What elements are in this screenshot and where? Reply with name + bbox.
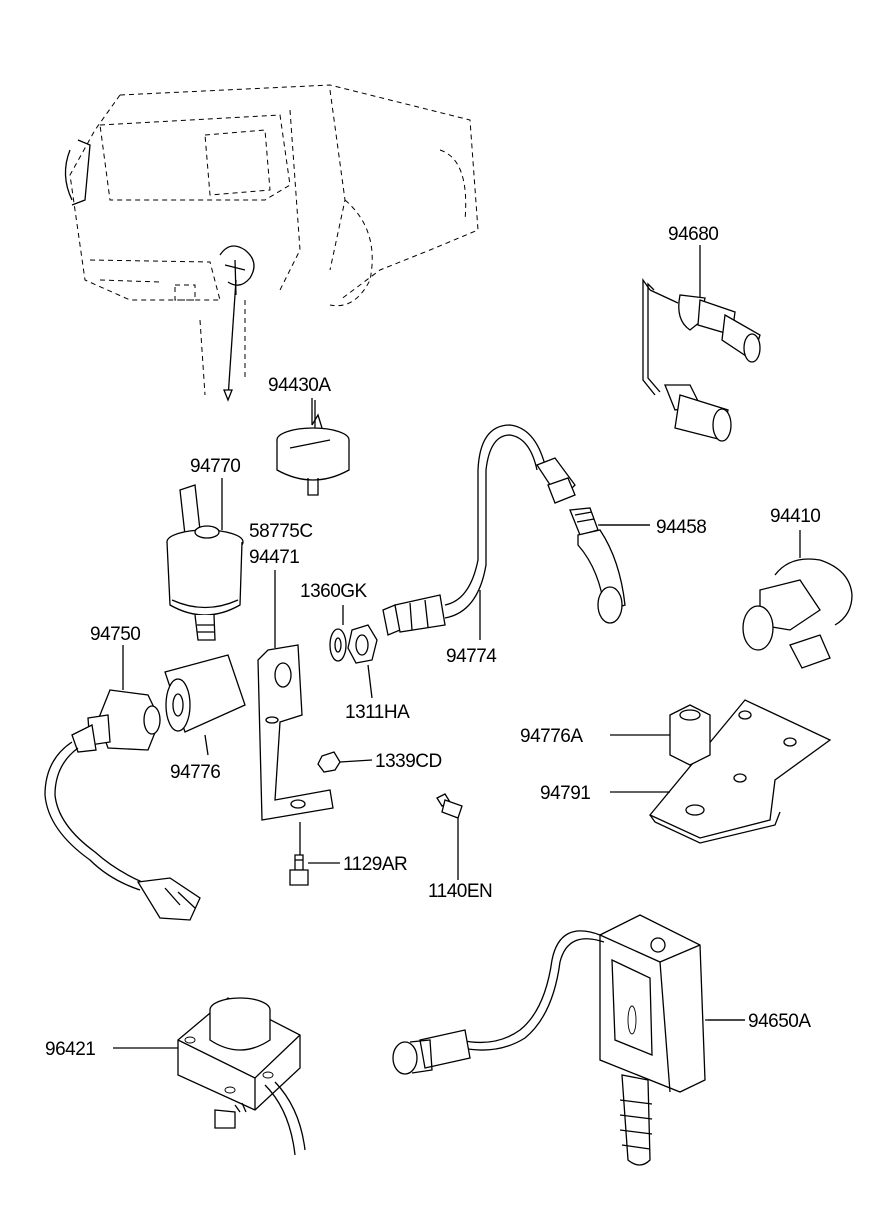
label-94776A: 94776A (520, 726, 583, 747)
part-94471-bracket (257, 570, 334, 821)
part-94430A-switch (276, 400, 350, 496)
part-94680-sensor (642, 245, 761, 442)
part-94770-sensor (166, 478, 244, 641)
part-94410-switch (742, 530, 853, 669)
label-1360GK: 1360GK (300, 581, 368, 602)
part-94774-cable (382, 424, 576, 640)
label-94774: 94774 (446, 646, 497, 667)
part-94776-adapter (164, 654, 246, 756)
label-94770: 94770 (190, 456, 240, 477)
part-1360GK-washer (329, 605, 347, 662)
label-94791: 94791 (540, 783, 590, 804)
label-94776: 94776 (170, 762, 220, 783)
part-94458-elbow (569, 507, 650, 624)
part-94650A-actuator (392, 914, 745, 1166)
part-1339CD-nut (317, 751, 373, 773)
label-94430A: 94430A (268, 375, 331, 396)
part-94791-bracket (610, 699, 832, 844)
leader-lines (311, 398, 745, 1021)
label-94410: 94410 (770, 506, 820, 527)
truck-cab-illustration (64, 84, 479, 402)
label-94458: 94458 (656, 517, 706, 538)
label-94750: 94750 (90, 624, 140, 645)
part-1129AR-bolt (289, 822, 340, 886)
label-1311HA: 1311HA (345, 702, 410, 723)
label-94680: 94680 (668, 224, 718, 245)
label-1339CD: 1339CD (375, 751, 442, 772)
part-labels: 94680 94430A 94770 58775C 94471 94458 94… (45, 224, 821, 1060)
label-96421: 96421 (45, 1039, 95, 1060)
part-1140EN-bolt (436, 793, 463, 880)
part-94750-sensor (44, 645, 201, 921)
label-94471: 94471 (249, 547, 299, 568)
part-96421-switch (113, 997, 306, 1156)
part-94776A-nut (610, 704, 711, 766)
label-1140EN: 1140EN (428, 881, 492, 902)
label-58775C: 58775C (249, 521, 313, 542)
label-94650A: 94650A (748, 1011, 811, 1032)
part-1311HA-nut (347, 624, 378, 699)
label-1129AR: 1129AR (343, 854, 407, 875)
